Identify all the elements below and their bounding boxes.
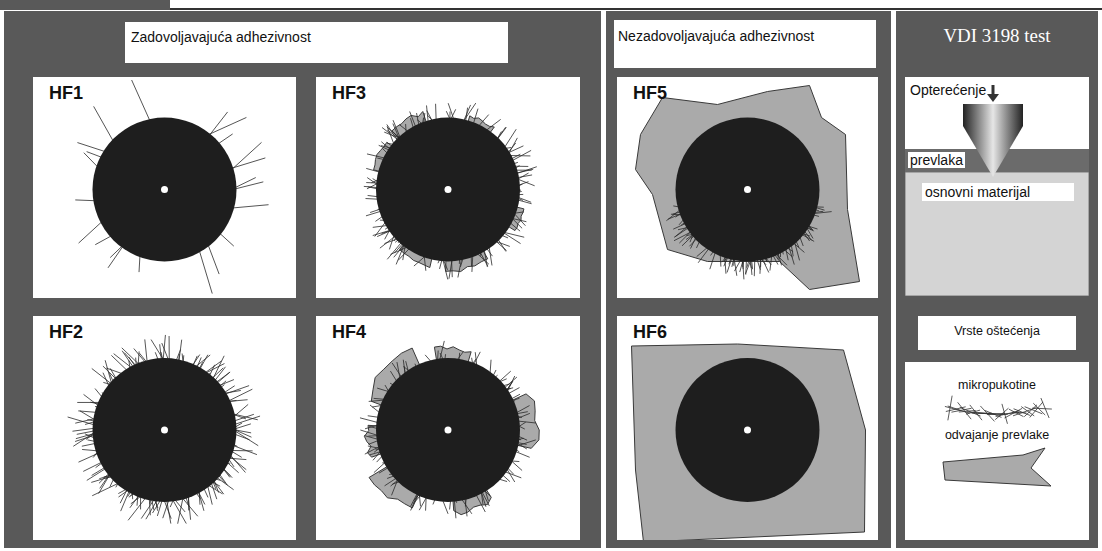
- unsatisfactory-panel: Nezadovoljavajuća adhezivnostHF5HF6: [606, 11, 891, 548]
- substrate: [905, 172, 1089, 296]
- indentation-box: Opterećenje prevlaka osnovni materijal: [905, 77, 1089, 296]
- indenter-tip: [963, 126, 1023, 177]
- hf-sample-box: HF3: [316, 77, 580, 298]
- microcrack-symbol: [945, 396, 1052, 424]
- indent-center: [744, 427, 751, 434]
- coating-label: prevlaka: [908, 152, 965, 168]
- satisfactory-panel: Zadovoljavajuća adhezivnostHF1 HF3HF2 HF4: [4, 11, 601, 548]
- load-arrow: [992, 85, 995, 95]
- indent-crater: [676, 358, 820, 502]
- load-arrowhead: [987, 94, 999, 102]
- indenter-shank: [963, 104, 1023, 126]
- panel-title: VDI 3198 test: [896, 25, 1098, 47]
- indent-center: [445, 427, 452, 434]
- hf-class-label: HF3: [332, 83, 366, 104]
- hf-class-label: HF2: [49, 322, 83, 343]
- indent-center: [744, 186, 751, 193]
- indent-sketch: [316, 77, 580, 298]
- delamination-symbol: [943, 448, 1051, 486]
- indent-sketch: [33, 77, 296, 298]
- damage-types-label-box: Vrste oštećenja: [918, 316, 1076, 350]
- indent-sketch: [33, 316, 296, 540]
- hf-sample-box: HF6: [617, 316, 878, 540]
- microcracks: [360, 341, 536, 518]
- section-label: Vrste oštećenja: [918, 324, 1076, 338]
- indent-center: [161, 427, 168, 434]
- hf-class-label: HF1: [49, 83, 83, 104]
- indent-crater: [93, 118, 237, 262]
- indent-sketch: [617, 77, 878, 298]
- legend-label: odvajanje prevlake: [905, 428, 1089, 442]
- indent-sketch: [316, 316, 580, 540]
- hf-class-label: HF6: [633, 322, 667, 343]
- hf-sample-box: HF5: [617, 77, 878, 298]
- hf-sample-box: HF1: [33, 77, 296, 298]
- legend-label: mikropukotine: [905, 378, 1089, 392]
- delamination-area: [636, 86, 860, 290]
- panel-heading: Zadovoljavajuća adhezivnost: [125, 22, 508, 63]
- indent-sketch: [617, 316, 878, 540]
- indent-crater: [676, 118, 820, 262]
- load-label: Opterećenje: [910, 82, 986, 98]
- hf-sample-box: HF4: [316, 316, 580, 540]
- indent-crater: [93, 358, 237, 502]
- panel-heading: Nezadovoljavajuća adhezivnost: [614, 20, 876, 68]
- indent-crater: [376, 358, 520, 502]
- microcracks: [75, 80, 268, 294]
- test-panel: VDI 3198 testOpterećenje prevlaka osnovni …: [896, 11, 1098, 548]
- top-rule: [170, 8, 1102, 10]
- damage-legend-box: mikropukotine odvajanje prevlake: [905, 362, 1089, 540]
- indent-crater: [376, 118, 520, 262]
- microcracks: [364, 103, 537, 279]
- hf-class-label: HF5: [633, 83, 667, 104]
- delamination-area: [632, 344, 866, 540]
- substrate-label: osnovni materijal: [922, 183, 1074, 201]
- top-strip: [0, 0, 170, 10]
- indent-center: [161, 186, 168, 193]
- hf-class-label: HF4: [332, 322, 366, 343]
- hf-sample-box: HF2: [33, 316, 296, 540]
- microcracks: [68, 335, 260, 524]
- indent-center: [445, 186, 452, 193]
